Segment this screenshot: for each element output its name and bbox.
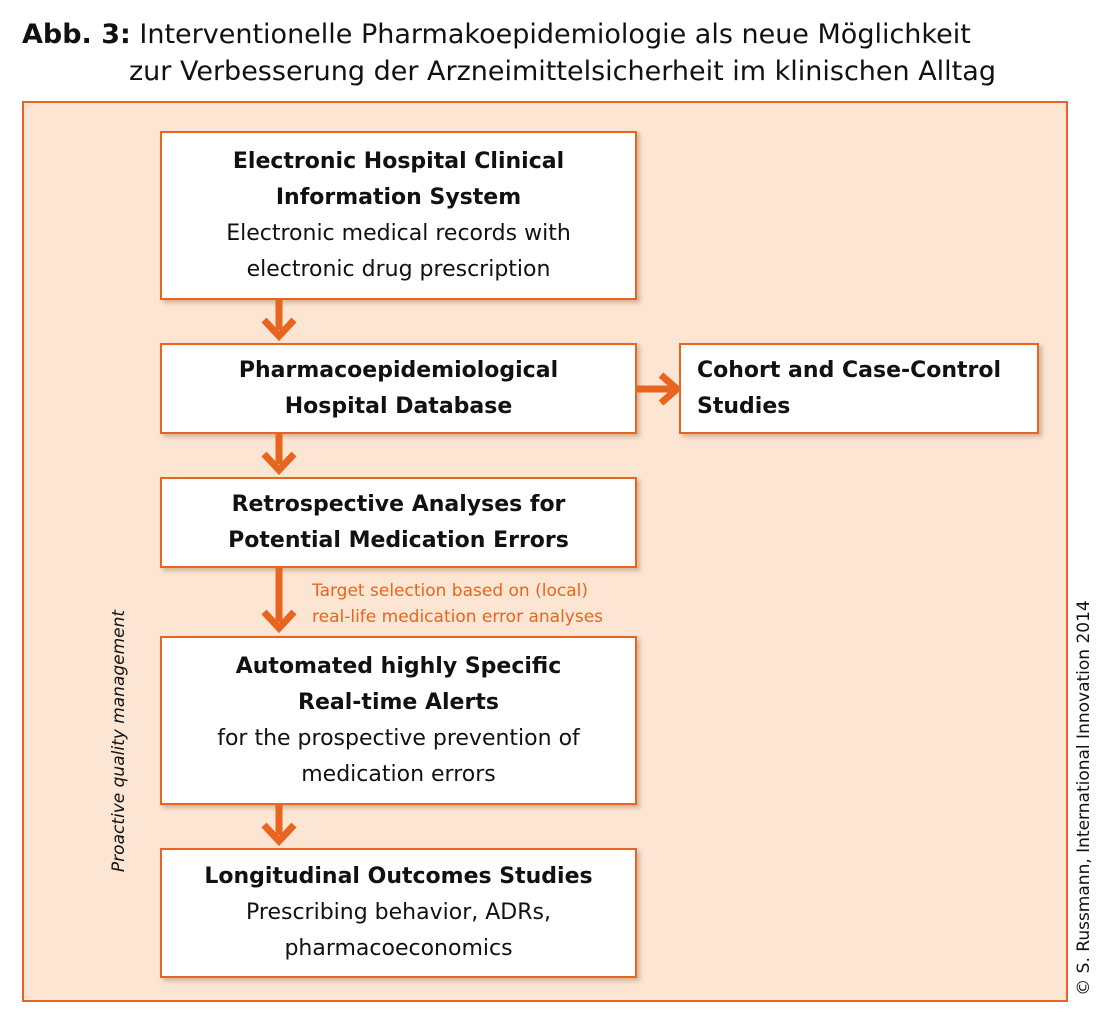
real-time-alerts-box: Automated highly Specific Real-time Aler… bbox=[160, 636, 637, 805]
right-arrow-icon bbox=[637, 372, 683, 406]
copyright-credit: © S. Russmann, International Innovation … bbox=[1074, 600, 1094, 996]
figure-title-line-1: Interventionelle Pharmakoepidemiologie a… bbox=[139, 19, 971, 50]
box-title: Real-time Alerts bbox=[298, 689, 499, 715]
figure-caption: Abb. 3: Interventionelle Pharmakoepidemi… bbox=[22, 16, 1082, 90]
diagram-frame: Electronic Hospital Clinical Information… bbox=[22, 101, 1068, 1002]
annotation-line: Target selection based on (local) bbox=[312, 581, 588, 601]
target-selection-annotation: Target selection based on (local) real-l… bbox=[312, 578, 603, 630]
box-text: pharmacoeconomics bbox=[284, 936, 513, 961]
box-title: Hospital Database bbox=[284, 393, 513, 419]
hospital-database-box: Pharmacoepidemiological Hospital Databas… bbox=[160, 343, 637, 434]
figure-title-line-2: zur Verbesserung der Arzneimittelsicherh… bbox=[129, 56, 996, 87]
box-title: Retrospective Analyses for bbox=[231, 491, 566, 517]
box-text: electronic drug prescription bbox=[246, 256, 551, 282]
box-title: Automated highly Specific bbox=[235, 653, 562, 679]
box-title: Electronic Hospital Clinical bbox=[232, 148, 565, 174]
box-text: medication errors bbox=[301, 761, 496, 787]
box-title: Studies bbox=[697, 393, 791, 419]
box-text: Electronic medical records with bbox=[226, 220, 571, 246]
annotation-line: real-life medication error analyses bbox=[312, 607, 604, 627]
box-title: Pharmacoepidemiological bbox=[238, 357, 559, 383]
cohort-case-control-box: Cohort and Case-Control Studies bbox=[679, 343, 1039, 434]
figure-label: Abb. 3: bbox=[22, 19, 131, 50]
down-arrow-icon bbox=[261, 300, 297, 342]
retrospective-analyses-box: Retrospective Analyses for Potential Med… bbox=[160, 477, 637, 568]
box-text: Prescribing behavior, ADRs, bbox=[246, 900, 551, 925]
box-title: Information System bbox=[275, 184, 522, 210]
caption-line-1: Abb. 3: Interventionelle Pharmakoepidemi… bbox=[22, 16, 1082, 53]
down-arrow-icon bbox=[261, 434, 297, 476]
box-title: Longitudinal Outcomes Studies bbox=[204, 864, 593, 889]
clinical-information-system-box: Electronic Hospital Clinical Information… bbox=[160, 131, 637, 300]
down-arrow-icon bbox=[261, 568, 297, 634]
side-label: Proactive quality management bbox=[109, 609, 129, 873]
box-title: Potential Medication Errors bbox=[228, 527, 569, 553]
box-title: Cohort and Case-Control bbox=[697, 357, 1002, 383]
outcomes-studies-box: Longitudinal Outcomes Studies Prescribin… bbox=[160, 848, 637, 978]
box-text: for the prospective prevention of bbox=[217, 725, 580, 751]
down-arrow-icon bbox=[261, 805, 297, 847]
